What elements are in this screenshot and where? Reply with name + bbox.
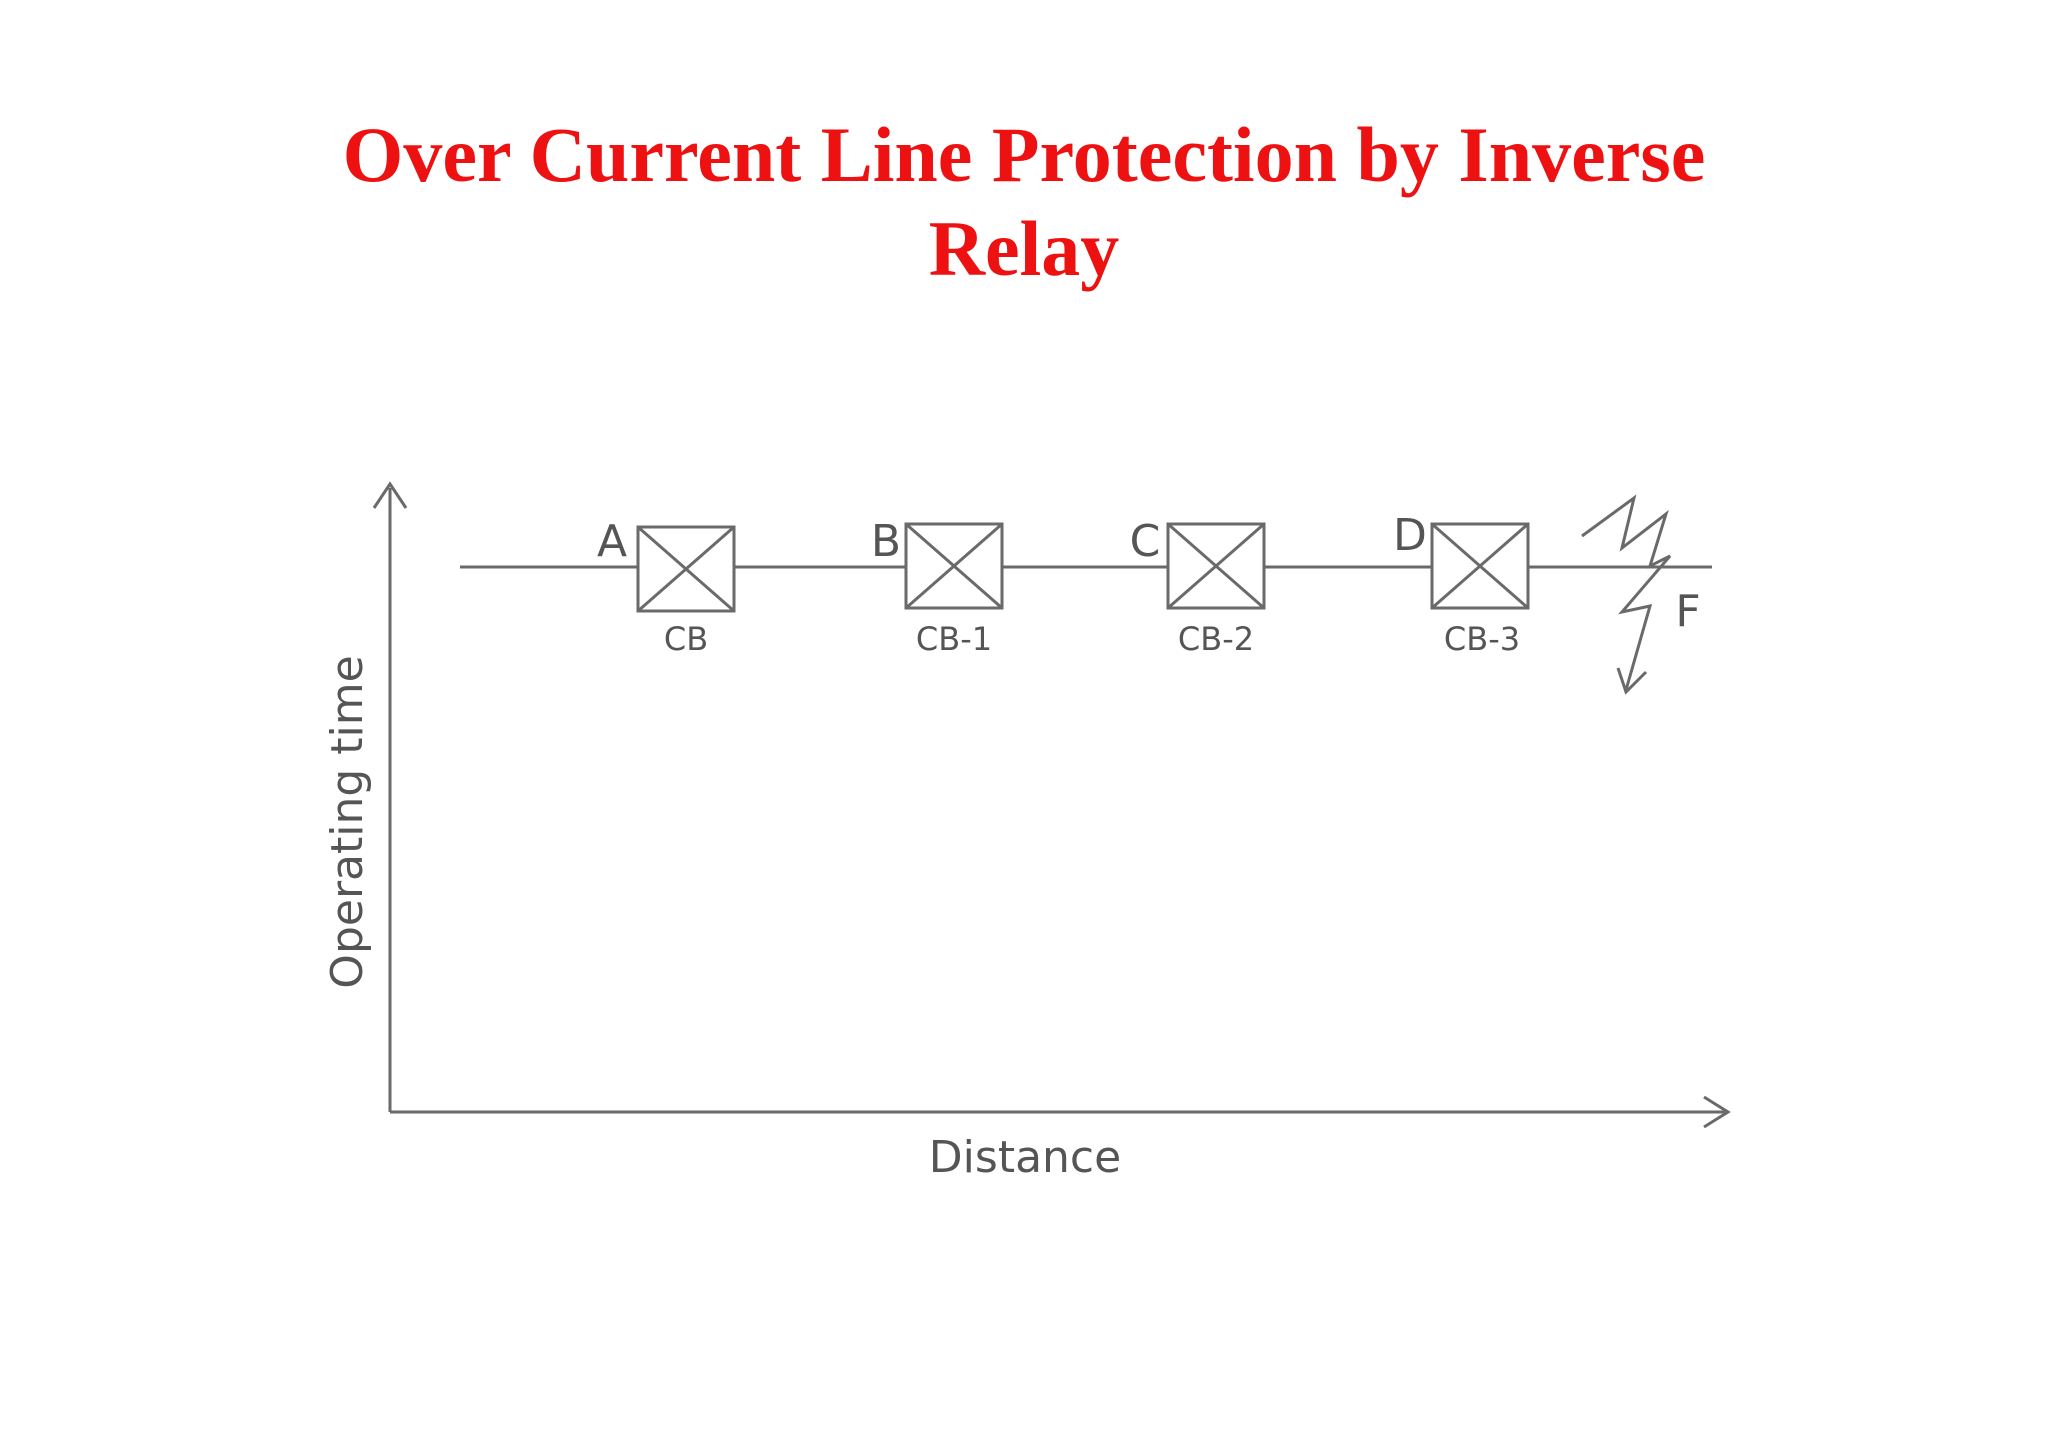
y-axis [372, 481, 408, 1112]
x-axis-label: Distance [929, 1132, 1121, 1183]
breaker-c: C CB-2 [1130, 516, 1266, 658]
fault-lightning-icon: F [1581, 494, 1701, 695]
breaker-label-cb: CB [664, 620, 708, 658]
breaker-a: A CB [597, 516, 736, 658]
breaker-label-cb-3: CB-3 [1444, 620, 1520, 658]
fault-label: F [1675, 586, 1700, 637]
node-label-c: C [1130, 516, 1161, 567]
breaker-label-cb-2: CB-2 [1178, 620, 1254, 658]
breaker-d: D CB-3 [1393, 510, 1530, 658]
node-label-a: A [597, 516, 627, 567]
slide-title: Over Current Line Protection by Inverse … [0, 108, 2048, 296]
breaker-label-cb-1: CB-1 [916, 620, 992, 658]
title-line-1: Over Current Line Protection by Inverse [342, 111, 1706, 198]
x-axis [390, 1095, 1731, 1129]
node-label-b: B [871, 516, 901, 567]
y-axis-label: Operating time [322, 655, 373, 988]
title-line-2: Relay [928, 205, 1120, 292]
node-label-d: D [1393, 510, 1427, 561]
breaker-b: B CB-1 [871, 516, 1004, 658]
